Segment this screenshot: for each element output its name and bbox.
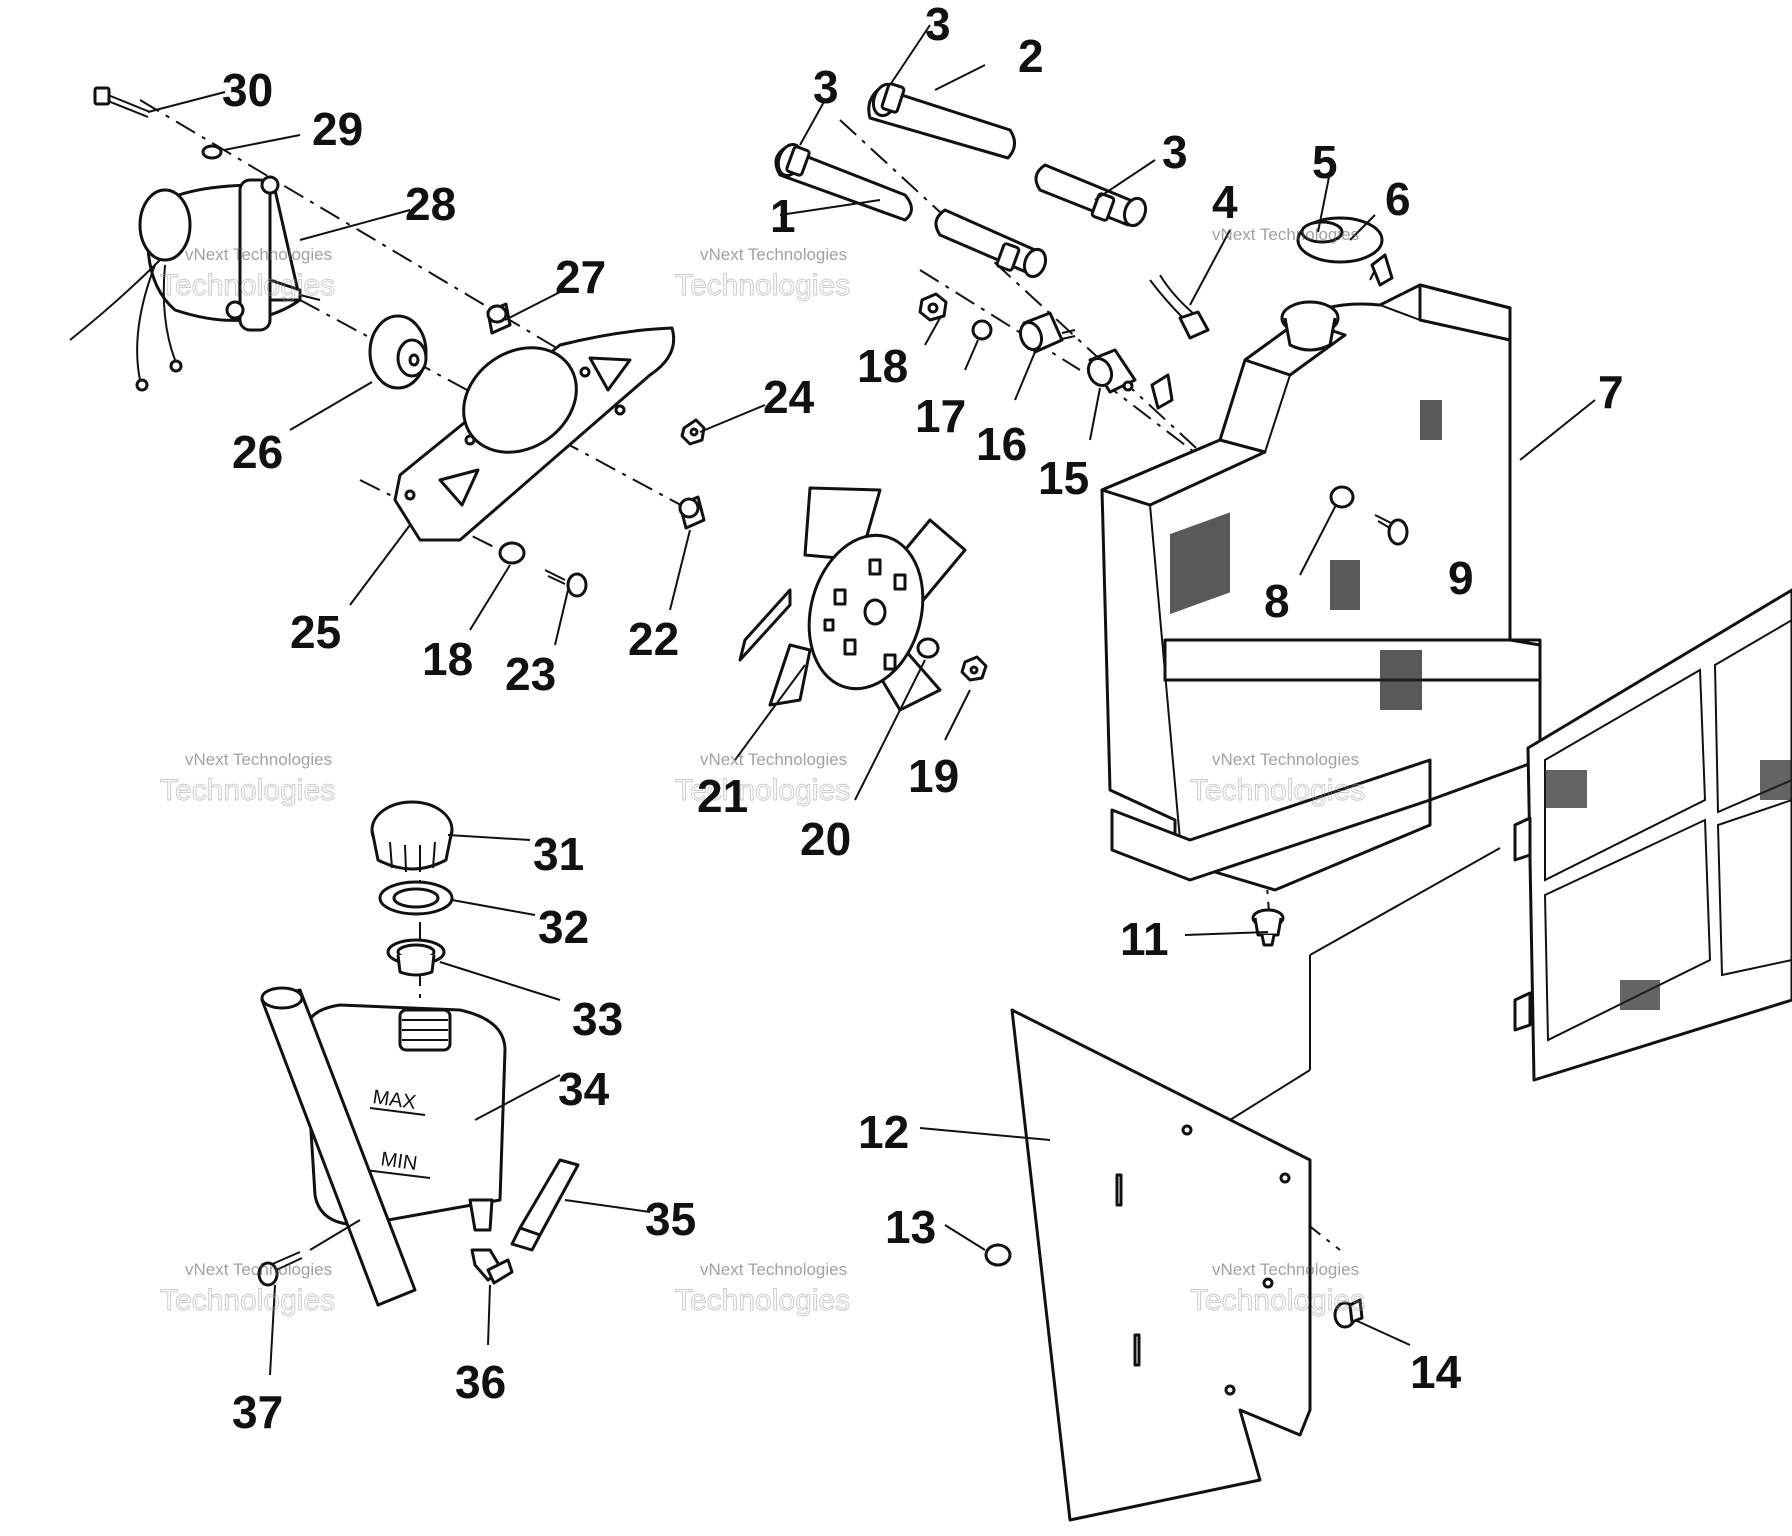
callout-16: 16	[976, 418, 1027, 470]
washer-8	[1329, 485, 1355, 509]
bolt-30	[93, 86, 151, 118]
hose-3-right	[1034, 163, 1148, 228]
hose-35	[510, 1158, 580, 1252]
callout-18-lower: 18	[422, 633, 473, 685]
watermark-text: vNext Technologies	[700, 750, 847, 769]
callout-31: 31	[533, 828, 584, 880]
side-panel	[1010, 1008, 1312, 1522]
callout-9: 9	[1448, 552, 1474, 604]
tank-min-label: MIN	[379, 1148, 418, 1175]
callout-30: 30	[222, 64, 273, 116]
plug-14	[1333, 1298, 1364, 1329]
callout-36: 36	[455, 1356, 506, 1408]
callout-3-top: 3	[925, 0, 951, 50]
callout-12: 12	[858, 1106, 909, 1158]
spacer-22	[678, 495, 706, 530]
shroud-plate	[393, 326, 676, 542]
adapter-33	[386, 938, 446, 977]
callout-21: 21	[697, 770, 748, 822]
reservoir-cap-31	[370, 800, 454, 873]
washer-20	[916, 637, 940, 659]
bolt-9	[1374, 514, 1409, 546]
callout-29: 29	[312, 103, 363, 155]
watermark-text: Technologies	[675, 774, 850, 807]
watermark-text: vNext Technologies	[1212, 750, 1359, 769]
elbow-36	[470, 1248, 514, 1285]
grommet-11	[1251, 908, 1285, 947]
callout-11: 11	[1120, 913, 1169, 965]
leader-lines	[147, 24, 1596, 1376]
watermark-text: vNext Technologies	[700, 245, 847, 264]
watermark-text: Technologies	[160, 774, 335, 807]
callout-6: 6	[1385, 173, 1411, 225]
spacer-15	[1086, 348, 1137, 394]
callout-26: 26	[232, 426, 283, 478]
screw-37	[257, 1251, 303, 1287]
watermark-text: Technologies	[1190, 774, 1365, 807]
callout-17: 17	[915, 390, 966, 442]
watermark-text: Technologies	[1190, 1284, 1365, 1317]
callout-3-right: 3	[1162, 126, 1188, 178]
callout-20: 20	[800, 813, 851, 865]
callout-18-upper: 18	[857, 340, 908, 392]
watermark-text: vNext Technologies	[185, 1260, 332, 1279]
watermark-text: vNext Technologies	[1212, 225, 1359, 244]
callout-4: 4	[1212, 176, 1238, 228]
hose-2	[867, 82, 1016, 160]
callout-37: 37	[232, 1386, 283, 1438]
callout-13: 13	[885, 1201, 936, 1253]
callout-34: 34	[558, 1063, 610, 1115]
watermark-text: Technologies	[160, 269, 335, 302]
watermark-text: vNext Technologies	[1212, 1260, 1359, 1279]
washer-13	[984, 1243, 1012, 1267]
washer-29	[201, 144, 223, 160]
sensor-16	[1018, 311, 1076, 354]
washer-18a	[498, 541, 526, 565]
callout-23: 23	[505, 648, 556, 700]
spacer-27	[486, 302, 512, 335]
fan-blade	[738, 486, 967, 712]
callout-28: 28	[405, 178, 456, 230]
washer-17	[971, 319, 993, 341]
watermark-text: Technologies	[675, 269, 850, 302]
watermark-text: Technologies	[675, 1284, 850, 1317]
callout-25: 25	[290, 606, 341, 658]
callout-33: 33	[572, 993, 623, 1045]
gasket-32	[378, 880, 454, 916]
nut-18b	[918, 292, 948, 322]
callout-1: 1	[770, 190, 796, 242]
callout-24: 24	[763, 371, 815, 423]
callout-32: 32	[538, 901, 589, 953]
watermarks: vNext Technologies Technologies vNext Te…	[160, 225, 1366, 1318]
grommet-26	[368, 314, 428, 390]
watermark-text: vNext Technologies	[185, 750, 332, 769]
watermark-text: vNext Technologies	[185, 245, 332, 264]
frame-tube	[260, 986, 417, 1307]
callout-5: 5	[1312, 136, 1338, 188]
callout-15: 15	[1038, 452, 1089, 504]
watermark-text: Technologies	[160, 1284, 335, 1317]
watermark-text: vNext Technologies	[700, 1260, 847, 1279]
callout-35: 35	[645, 1193, 696, 1245]
callout-3-left: 3	[813, 61, 839, 113]
callouts: 30 29 28 27 26 25 24 23 22 21 20 19 18 1…	[222, 0, 1624, 1438]
callout-2: 2	[1018, 30, 1044, 82]
callout-27: 27	[555, 251, 606, 303]
callout-7: 7	[1598, 366, 1624, 418]
callout-14: 14	[1410, 1346, 1462, 1398]
fan-motor	[69, 175, 321, 392]
callout-19: 19	[908, 750, 959, 802]
callout-22: 22	[628, 613, 679, 665]
nut-19	[960, 655, 988, 682]
screw-23	[544, 569, 588, 598]
hose-1	[774, 143, 913, 222]
hose-3-mid	[934, 208, 1048, 279]
nut-24	[680, 418, 706, 446]
overflow-tube-4	[1149, 274, 1210, 340]
screen-panel	[1513, 588, 1792, 1082]
callout-8: 8	[1264, 575, 1290, 627]
